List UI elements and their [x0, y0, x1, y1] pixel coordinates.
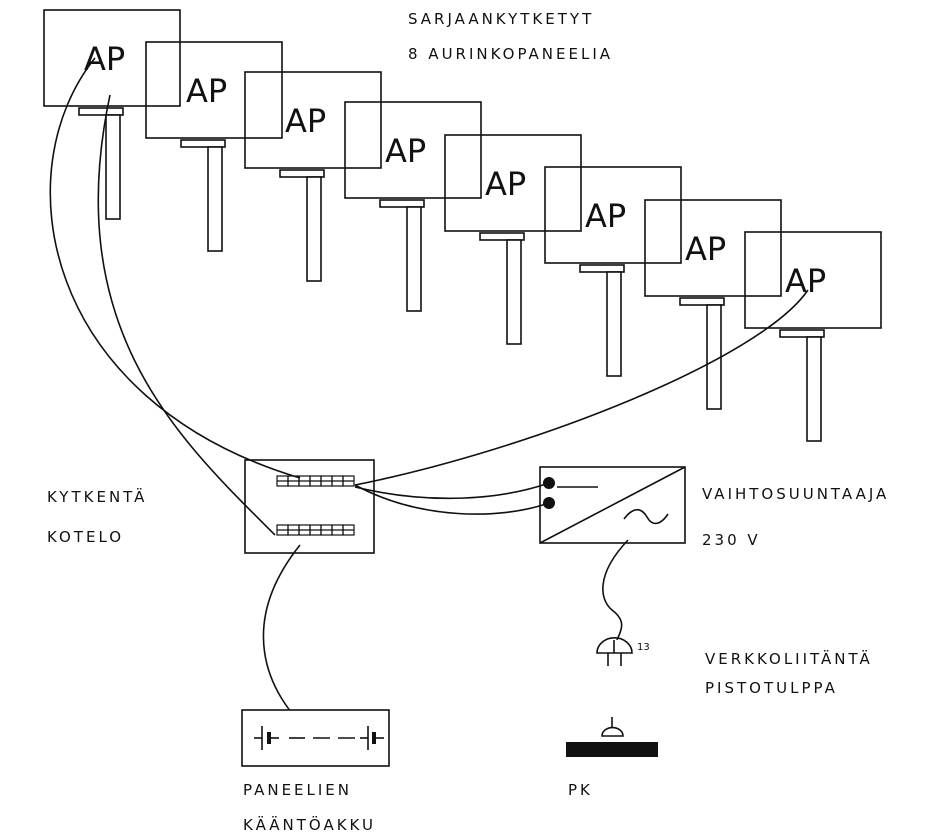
panel-bracket [379, 199, 425, 208]
panel-stand-7 [679, 297, 725, 410]
panel-label: AP [485, 165, 526, 203]
junction-box [244, 459, 375, 554]
panel-frame [744, 231, 882, 329]
panel-label: AP [685, 230, 726, 268]
battery-plate-2 [267, 732, 271, 744]
panel-wire-right [354, 289, 809, 486]
panel-stand-4 [379, 199, 425, 312]
panel-wire-left-inner [97, 94, 276, 536]
battery [241, 709, 390, 767]
panel-frame [444, 134, 582, 232]
pk-icon [566, 717, 658, 757]
panel-post [207, 146, 223, 252]
battery-plate-4 [372, 732, 376, 744]
panel-label: AP [585, 197, 626, 235]
panel-stand-5 [479, 232, 525, 345]
panel-frame [544, 166, 682, 264]
panel-frame [43, 9, 181, 107]
panel-stand-2 [180, 139, 226, 252]
solar-panel-3: AP [244, 71, 382, 169]
panel-stand-6 [579, 264, 625, 377]
panel-post [406, 206, 422, 312]
grid-connection-label-1: VERKKOLIITÄNTÄ [705, 649, 873, 668]
panel-frame [644, 199, 782, 297]
panel-post [306, 176, 322, 282]
battery-label-2: KÄÄNTÖAKKU [243, 815, 376, 834]
title-line-2: 8 AURINKOPANEELIA [408, 45, 613, 63]
dc-wire-plus [354, 482, 550, 500]
solar-panel-7: AP [644, 199, 782, 297]
inverter-label-1: VAIHTOSUUNTAAJA [702, 485, 889, 503]
panel-label: AP [385, 132, 426, 170]
battery-label-1: PANEELIEN [243, 781, 352, 799]
panel-post [606, 271, 622, 377]
solar-panel-4: AP [344, 101, 482, 199]
junction-box-label-2: KOTELO [47, 528, 124, 546]
solar-panel-2: AP [145, 41, 283, 139]
battery-wire [262, 544, 317, 739]
plug-number: 13 [637, 642, 650, 653]
panel-label: AP [84, 40, 125, 78]
panel-post [806, 336, 822, 442]
junction-box-label-1: KYTKENTÄ [47, 487, 147, 506]
panel-bracket [779, 329, 825, 338]
solar-panel-6: AP [544, 166, 682, 264]
inverter-diagonal [539, 466, 686, 544]
solar-panel-array: AP AP AP AP AP AP AP AP [43, 9, 882, 442]
panel-label: AP [285, 102, 326, 140]
panel-stand-1 [78, 107, 124, 220]
plug-icon [596, 637, 633, 666]
panel-frame [244, 71, 382, 169]
panel-post [506, 239, 522, 345]
plug-body [596, 637, 633, 654]
panel-bracket [180, 139, 226, 148]
ac-output-wire [602, 539, 629, 641]
panel-bracket [579, 264, 625, 273]
inverter-label-2: 230 V [702, 531, 761, 549]
solar-panel-5: AP [444, 134, 582, 232]
panel-post [706, 304, 722, 410]
panel-bracket [279, 169, 325, 178]
dc-wire-minus [354, 484, 550, 515]
terminal-strip-top [276, 475, 355, 487]
pk-dome [601, 726, 624, 737]
pk-base [566, 742, 658, 757]
solar-panel-8: AP [744, 231, 882, 329]
inverter [539, 466, 686, 544]
title-line-1: SARJAANKYTKETYT [408, 10, 594, 28]
grid-connection-label-2: PISTOTULPPA [705, 679, 838, 697]
ac-wave-symbol [623, 508, 669, 525]
solar-panel-1: AP [43, 9, 181, 107]
panel-post [105, 114, 121, 220]
panel-stand-3 [279, 169, 325, 282]
panel-stand-8 [779, 329, 825, 442]
panel-bracket [679, 297, 725, 306]
panel-wire-left-outer [49, 57, 301, 479]
pk-label: PK [568, 781, 593, 799]
terminal-strip-bottom [276, 524, 355, 536]
panel-bracket [479, 232, 525, 241]
junction-box-outline [244, 459, 375, 554]
panel-label: AP [186, 72, 227, 110]
panel-frame [145, 41, 283, 139]
panel-bracket [78, 107, 124, 116]
panel-frame [344, 101, 482, 199]
